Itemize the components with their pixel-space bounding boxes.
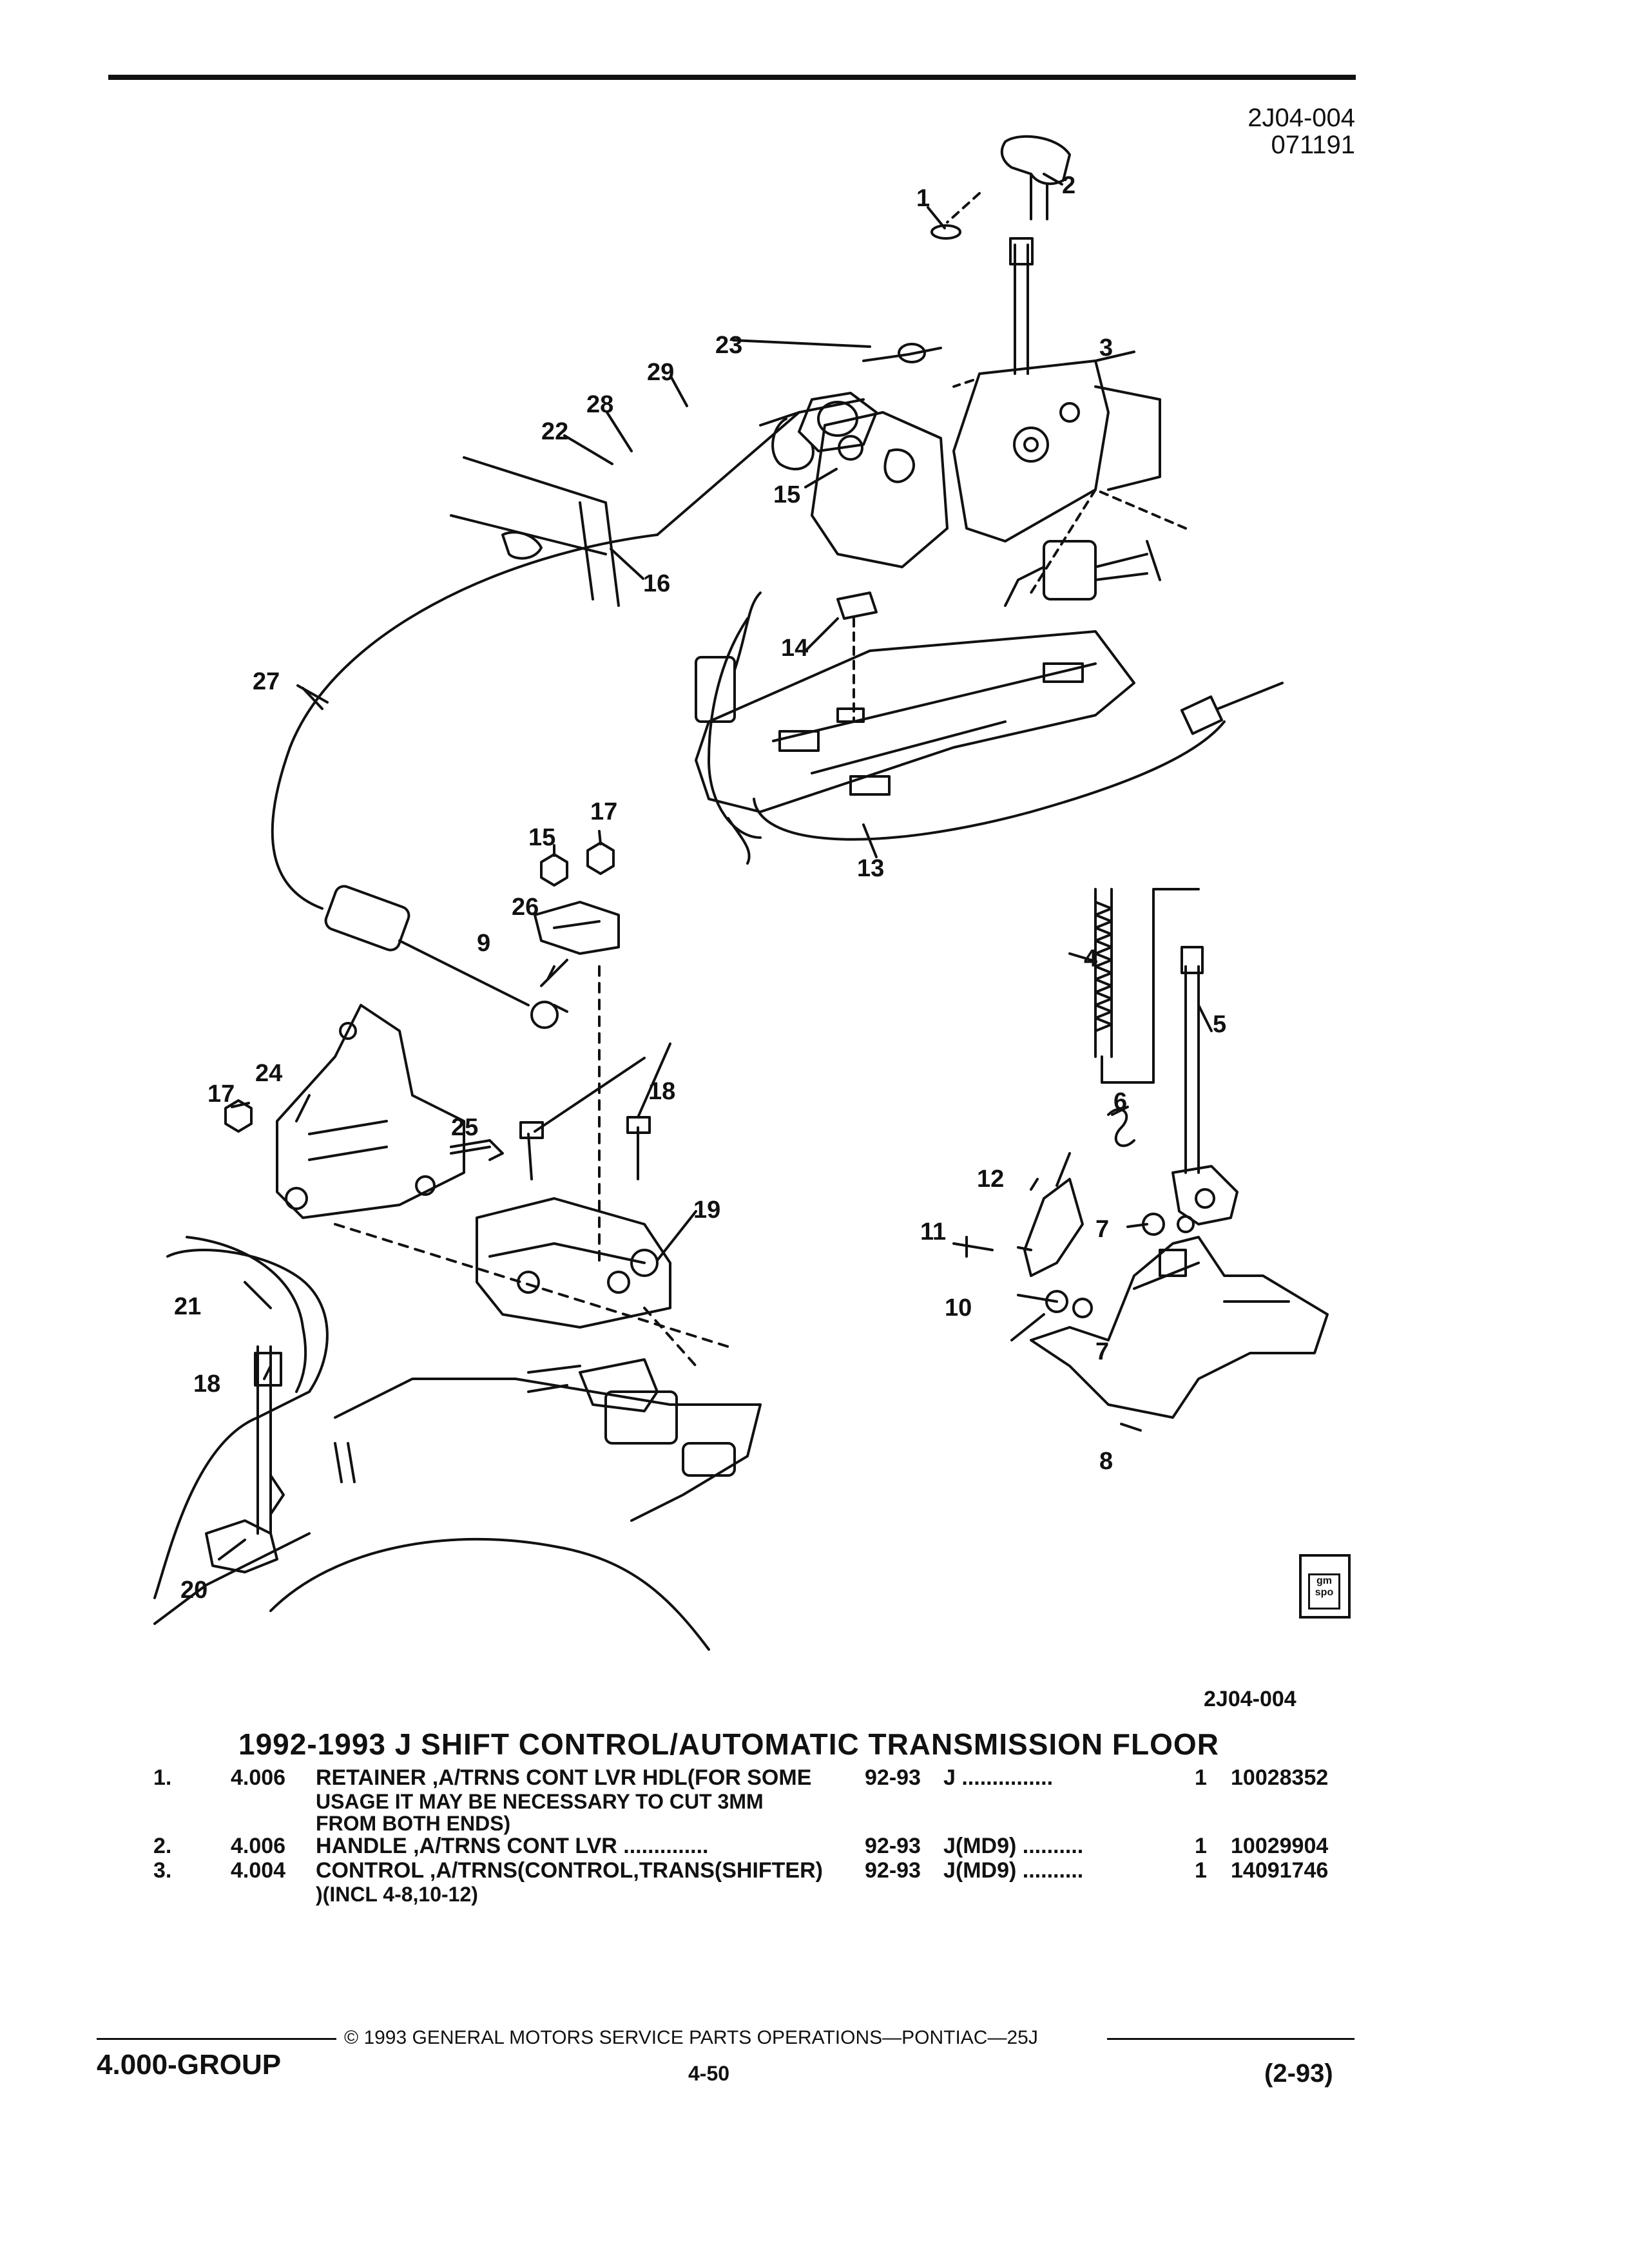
group-number: 4.004 (231, 1858, 286, 1883)
quantity: 1 (1195, 1858, 1207, 1883)
bracket-24 (276, 1004, 465, 1219)
callout: 9 (477, 930, 490, 957)
callout: 16 (643, 570, 670, 597)
description-continued: USAGE IT MAY BE NECESSARY TO CUT 3MM (153, 1790, 1352, 1813)
valve-body (476, 1197, 671, 1329)
revision-date: (2-93) (1264, 2059, 1333, 2088)
part-number: 10028352 (1231, 1765, 1329, 1790)
group-number: 4.006 (231, 1834, 286, 1858)
cable-27 (271, 533, 659, 910)
part-number: 10029904 (1231, 1834, 1329, 1858)
callout: 26 (512, 894, 539, 921)
quantity: 1 (1195, 1834, 1207, 1858)
base-8 (1030, 1236, 1329, 1419)
callout: 18 (193, 1370, 220, 1398)
description: RETAINER ,A/TRNS CONT LVR HDL(FOR SOME (316, 1765, 812, 1790)
model: J(MD9) .......... (943, 1834, 1084, 1858)
callout: 10 (945, 1294, 972, 1321)
callout: 25 (451, 1114, 478, 1141)
callout: 24 (255, 1060, 282, 1087)
group-label: 4.000-GROUP (97, 2049, 282, 2081)
callout: 14 (781, 635, 808, 662)
figure-id: 2J04-004 (1204, 1687, 1296, 1711)
callout: 21 (174, 1293, 201, 1320)
callout: 27 (253, 668, 280, 695)
handle-part (1000, 135, 1071, 186)
reference-code: 2J04-004 071191 (1248, 104, 1355, 159)
description-continued: )(INCL 4-8,10-12) (153, 1883, 1352, 1906)
callout: 15 (528, 824, 555, 851)
item-number: 2. (153, 1834, 172, 1858)
callout: 15 (773, 481, 800, 508)
callout: 28 (586, 391, 613, 418)
part-row: 3. 4.004 CONTROL ,A/TRNS(CONTROL,TRANS(S… (153, 1858, 1352, 1883)
years: 92-93 (865, 1834, 921, 1858)
callout: 6 (1113, 1088, 1127, 1115)
floor-plate (695, 630, 1135, 813)
callout: 20 (180, 1577, 207, 1604)
cable-21 (186, 1236, 307, 1393)
item-number: 1. (153, 1765, 172, 1790)
callout: 17 (207, 1081, 235, 1108)
exploded-parts-diagram: 1 2 3 4 5 6 7 7 8 9 10 11 12 13 14 15 15… (153, 135, 1329, 1651)
top-rule (108, 75, 1356, 80)
years: 92-93 (865, 1858, 921, 1883)
callout: 1 (916, 185, 930, 212)
callout: 17 (590, 798, 617, 825)
callout: 29 (647, 359, 674, 386)
part-number: 14091746 (1231, 1858, 1329, 1883)
lever-5 (1171, 1165, 1239, 1225)
logo-mark: gm spo (1308, 1573, 1340, 1610)
part-row: 1. 4.006 RETAINER ,A/TRNS CONT LVR HDL(F… (153, 1765, 1352, 1790)
description: CONTROL ,A/TRNS(CONTROL,TRANS(SHIFTER) (316, 1858, 823, 1883)
description: HANDLE ,A/TRNS CONT LVR .............. (316, 1834, 709, 1858)
section-title: 1992-1993 J SHIFT CONTROL/AUTOMATIC TRAN… (238, 1727, 1219, 1761)
control-assembly (952, 360, 1110, 543)
ref-date: 071191 (1271, 131, 1355, 159)
ref-code: 2J04-004 (1248, 104, 1355, 132)
description-continued: FROM BOTH ENDS) (153, 1812, 1352, 1835)
callout: 22 (541, 418, 568, 445)
part-row: 2. 4.006 HANDLE ,A/TRNS CONT LVR .......… (153, 1834, 1352, 1858)
item-number: 3. (153, 1858, 172, 1883)
years: 92-93 (865, 1765, 921, 1790)
page-number: 4-50 (688, 2062, 730, 2085)
callout: 8 (1099, 1448, 1113, 1475)
callout: 4 (1084, 945, 1097, 972)
callout: 18 (648, 1078, 675, 1105)
model: J ............... (943, 1765, 1054, 1790)
callout: 3 (1099, 334, 1113, 361)
copyright: © 1993 GENERAL MOTORS SERVICE PARTS OPER… (344, 2027, 1038, 2048)
callout: 7 (1095, 1338, 1109, 1365)
footer-rule-left (97, 2038, 336, 2040)
footer-rule-right (1107, 2038, 1354, 2040)
model: J(MD9) .......... (943, 1858, 1084, 1883)
desc-line: FROM BOTH ENDS) (316, 1812, 511, 1835)
callout: 19 (693, 1196, 720, 1224)
cable-13 (753, 720, 1226, 841)
callout: 2 (1062, 172, 1075, 199)
callout: 11 (920, 1218, 946, 1245)
gm-spo-logo: gm spo (1299, 1554, 1351, 1619)
callout: 13 (857, 855, 884, 882)
quantity: 1 (1195, 1765, 1207, 1790)
callout: 7 (1095, 1216, 1109, 1243)
desc-line: USAGE IT MAY BE NECESSARY TO CUT 3MM (316, 1790, 764, 1813)
callout: 12 (977, 1166, 1004, 1193)
desc-line: )(INCL 4-8,10-12) (316, 1883, 478, 1906)
parts-list: 1. 4.006 RETAINER ,A/TRNS CONT LVR HDL(F… (153, 1765, 1352, 1906)
callout: 5 (1213, 1011, 1226, 1038)
group-number: 4.006 (231, 1765, 286, 1790)
callout: 23 (715, 332, 742, 359)
